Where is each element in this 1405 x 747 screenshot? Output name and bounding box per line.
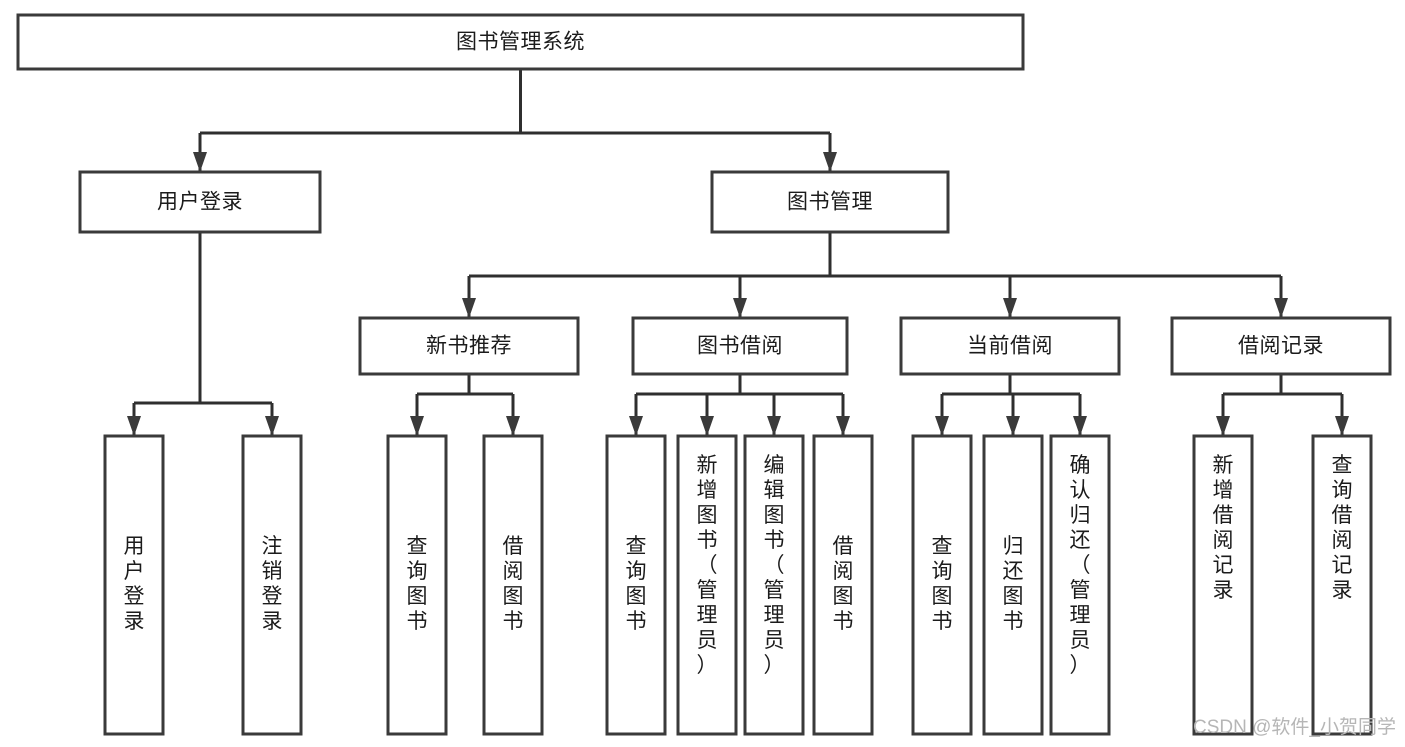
node-label-root: 图书管理系统: [456, 31, 585, 54]
connector-group-book-manage: [462, 232, 1288, 318]
connector-group-new-book-recommend: [410, 374, 520, 436]
arrow-head: [1274, 298, 1288, 318]
node-leaf-query-record[interactable]: 查询借阅记录: [1311, 434, 1373, 736]
node-label-leaf-query-book-rec: 查询图书: [407, 535, 428, 633]
connector-group-root: [193, 69, 837, 172]
node-label-leaf-add-book: 新增图书（管理员）: [697, 454, 718, 677]
arrow-head: [193, 152, 207, 172]
node-leaf-confirm-return[interactable]: 确认归还（管理员）: [1049, 434, 1111, 736]
arrow-head: [767, 416, 781, 436]
node-leaf-user-login[interactable]: 用户登录: [103, 434, 165, 736]
node-label-leaf-query-book-current: 查询图书: [932, 535, 953, 633]
node-box-borrow-record: [1170, 316, 1392, 376]
node-root[interactable]: 图书管理系统: [16, 13, 1025, 71]
arrow-head: [410, 416, 424, 436]
node-label-current-borrow: 当前借阅: [967, 335, 1053, 358]
node-box-leaf-query-book-rec: [386, 434, 448, 736]
node-label-leaf-return-book: 归还图书: [1003, 535, 1024, 633]
node-book-manage[interactable]: 图书管理: [710, 170, 950, 234]
node-box-leaf-add-book: [676, 434, 738, 736]
node-label-borrow-record: 借阅记录: [1238, 335, 1324, 358]
node-box-leaf-confirm-return: [1049, 434, 1111, 736]
arrow-head: [1003, 298, 1017, 318]
node-leaf-borrow-book[interactable]: 借阅图书: [812, 434, 874, 736]
node-box-leaf-query-book-borrow: [605, 434, 667, 736]
arrow-head: [265, 416, 279, 436]
node-leaf-add-record[interactable]: 新增借阅记录: [1192, 434, 1254, 736]
node-label-user-login: 用户登录: [157, 191, 243, 214]
csdn-watermark: CSDN @软件_小贺同学: [1193, 716, 1396, 738]
node-box-user-login: [78, 170, 322, 234]
connector-group-borrow-record: [1216, 374, 1349, 436]
node-label-leaf-confirm-return: 确认归还（管理员）: [1070, 454, 1091, 677]
arrow-head: [1006, 416, 1020, 436]
node-leaf-add-book[interactable]: 新增图书（管理员）: [676, 434, 738, 736]
arrow-head: [935, 416, 949, 436]
node-box-current-borrow: [899, 316, 1121, 376]
arrow-head: [1073, 416, 1087, 436]
node-box-leaf-borrow-book-rec: [482, 434, 544, 736]
node-label-leaf-user-login: 用户登录: [124, 535, 145, 633]
node-label-leaf-edit-book: 编辑图书（管理员）: [764, 454, 785, 677]
node-box-leaf-add-record: [1192, 434, 1254, 736]
node-label-book-borrow: 图书借阅: [697, 335, 783, 358]
arrow-head: [836, 416, 850, 436]
arrow-head: [1216, 416, 1230, 436]
node-box-leaf-query-book-current: [911, 434, 973, 736]
node-label-book-manage: 图书管理: [787, 191, 873, 214]
node-user-login[interactable]: 用户登录: [78, 170, 322, 234]
node-box-leaf-logout: [241, 434, 303, 736]
node-leaf-logout[interactable]: 注销登录: [241, 434, 303, 736]
arrow-head: [462, 298, 476, 318]
node-leaf-query-book-borrow[interactable]: 查询图书: [605, 434, 667, 736]
arrow-head: [629, 416, 643, 436]
node-leaf-return-book[interactable]: 归还图书: [982, 434, 1044, 736]
node-box-leaf-edit-book: [743, 434, 805, 736]
arrow-head: [1335, 416, 1349, 436]
node-box-leaf-return-book: [982, 434, 1044, 736]
arrow-head: [823, 152, 837, 172]
node-leaf-query-book-rec[interactable]: 查询图书: [386, 434, 448, 736]
node-box-root: [16, 13, 1025, 71]
node-box-book-manage: [710, 170, 950, 234]
node-box-new-book-recommend: [358, 316, 580, 376]
node-label-leaf-query-record: 查询借阅记录: [1332, 454, 1353, 602]
arrow-head: [127, 416, 141, 436]
node-label-leaf-logout: 注销登录: [262, 535, 283, 633]
arrow-head: [733, 298, 747, 318]
connector-group-current-borrow: [935, 374, 1087, 436]
node-leaf-borrow-book-rec[interactable]: 借阅图书: [482, 434, 544, 736]
node-label-leaf-borrow-book-rec: 借阅图书: [503, 535, 524, 633]
node-leaf-query-book-current[interactable]: 查询图书: [911, 434, 973, 736]
arrow-head: [700, 416, 714, 436]
node-label-new-book-recommend: 新书推荐: [426, 335, 512, 358]
node-label-leaf-query-book-borrow: 查询图书: [626, 535, 647, 633]
node-book-borrow[interactable]: 图书借阅: [631, 316, 849, 376]
connector-layer: [127, 69, 1349, 436]
node-label-leaf-borrow-book: 借阅图书: [833, 535, 854, 633]
node-current-borrow[interactable]: 当前借阅: [899, 316, 1121, 376]
connector-group-user-login: [127, 232, 279, 436]
node-box-leaf-user-login: [103, 434, 165, 736]
node-leaf-edit-book[interactable]: 编辑图书（管理员）: [743, 434, 805, 736]
node-label-leaf-add-record: 新增借阅记录: [1213, 454, 1234, 602]
node-box-book-borrow: [631, 316, 849, 376]
arrow-head: [506, 416, 520, 436]
connector-group-book-borrow: [629, 374, 850, 436]
node-layer: 图书管理系统用户登录图书管理新书推荐图书借阅当前借阅借阅记录用户登录注销登录查询…: [16, 13, 1392, 736]
node-new-book-recommend[interactable]: 新书推荐: [358, 316, 580, 376]
node-box-leaf-query-record: [1311, 434, 1373, 736]
node-box-leaf-borrow-book: [812, 434, 874, 736]
node-borrow-record[interactable]: 借阅记录: [1170, 316, 1392, 376]
